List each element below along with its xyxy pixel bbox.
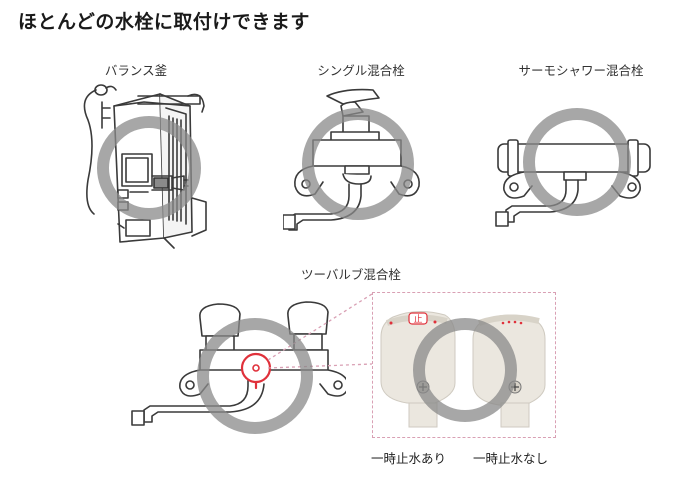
balance-boiler-icon: [83, 84, 207, 249]
valve-photo: 止: [380, 311, 546, 428]
thermo-shower-mixer-icon: [495, 139, 651, 227]
label-without-temporary-stop: 一時止水なし: [473, 451, 549, 466]
caption-two-valve: ツーバルブ混合栓: [301, 267, 401, 282]
label-with-temporary-stop: 一時止水あり: [371, 451, 447, 466]
valve-detail-inset: 止: [372, 292, 556, 438]
single-lever-mixer-icon: [283, 88, 420, 231]
caption-balance-boiler: バランス釜: [104, 63, 168, 78]
page-title: ほとんどの水栓に取付けできます: [18, 11, 310, 33]
stop-mark-label: 止: [413, 313, 422, 325]
caption-single-lever: シングル混合栓: [317, 63, 405, 78]
callout-connector: [267, 293, 373, 369]
caption-thermo-shower: サーモシャワー混合栓: [518, 63, 644, 78]
